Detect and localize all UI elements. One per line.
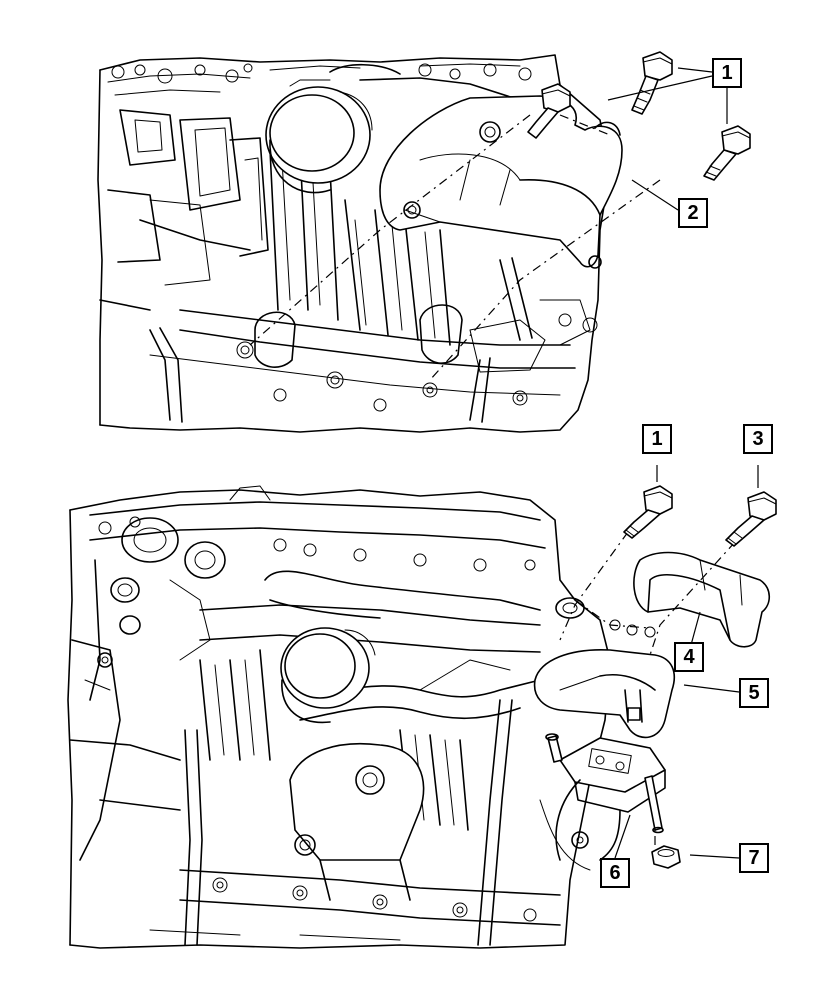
callout-label: 1 [651, 427, 663, 450]
upper-bolt-c [703, 125, 751, 181]
callout-label: 7 [748, 846, 760, 869]
callout-1-lower: 1 [642, 424, 672, 454]
callout-2: 2 [678, 198, 708, 228]
lower-bolt-1 [623, 485, 673, 539]
callout-label: 6 [609, 861, 621, 884]
callout-3: 3 [743, 424, 773, 454]
callout-label: 3 [752, 427, 764, 450]
callout-label: 4 [683, 645, 695, 668]
upper-bolt-a [631, 51, 673, 115]
callout-label: 2 [687, 201, 699, 224]
lower-nut-7 [651, 845, 681, 869]
callout-6: 6 [600, 858, 630, 888]
callout-label: 1 [721, 61, 733, 84]
lower-bolt-3 [725, 491, 777, 547]
upper-engine-block [97, 54, 661, 433]
callout-label: 5 [748, 681, 760, 704]
callout-5: 5 [739, 678, 769, 708]
lower-engine-block [67, 485, 771, 949]
callout-1-upper: 1 [712, 58, 742, 88]
upper-bolt-b [527, 83, 571, 139]
callout-4: 4 [674, 642, 704, 672]
callout-7: 7 [739, 843, 769, 873]
